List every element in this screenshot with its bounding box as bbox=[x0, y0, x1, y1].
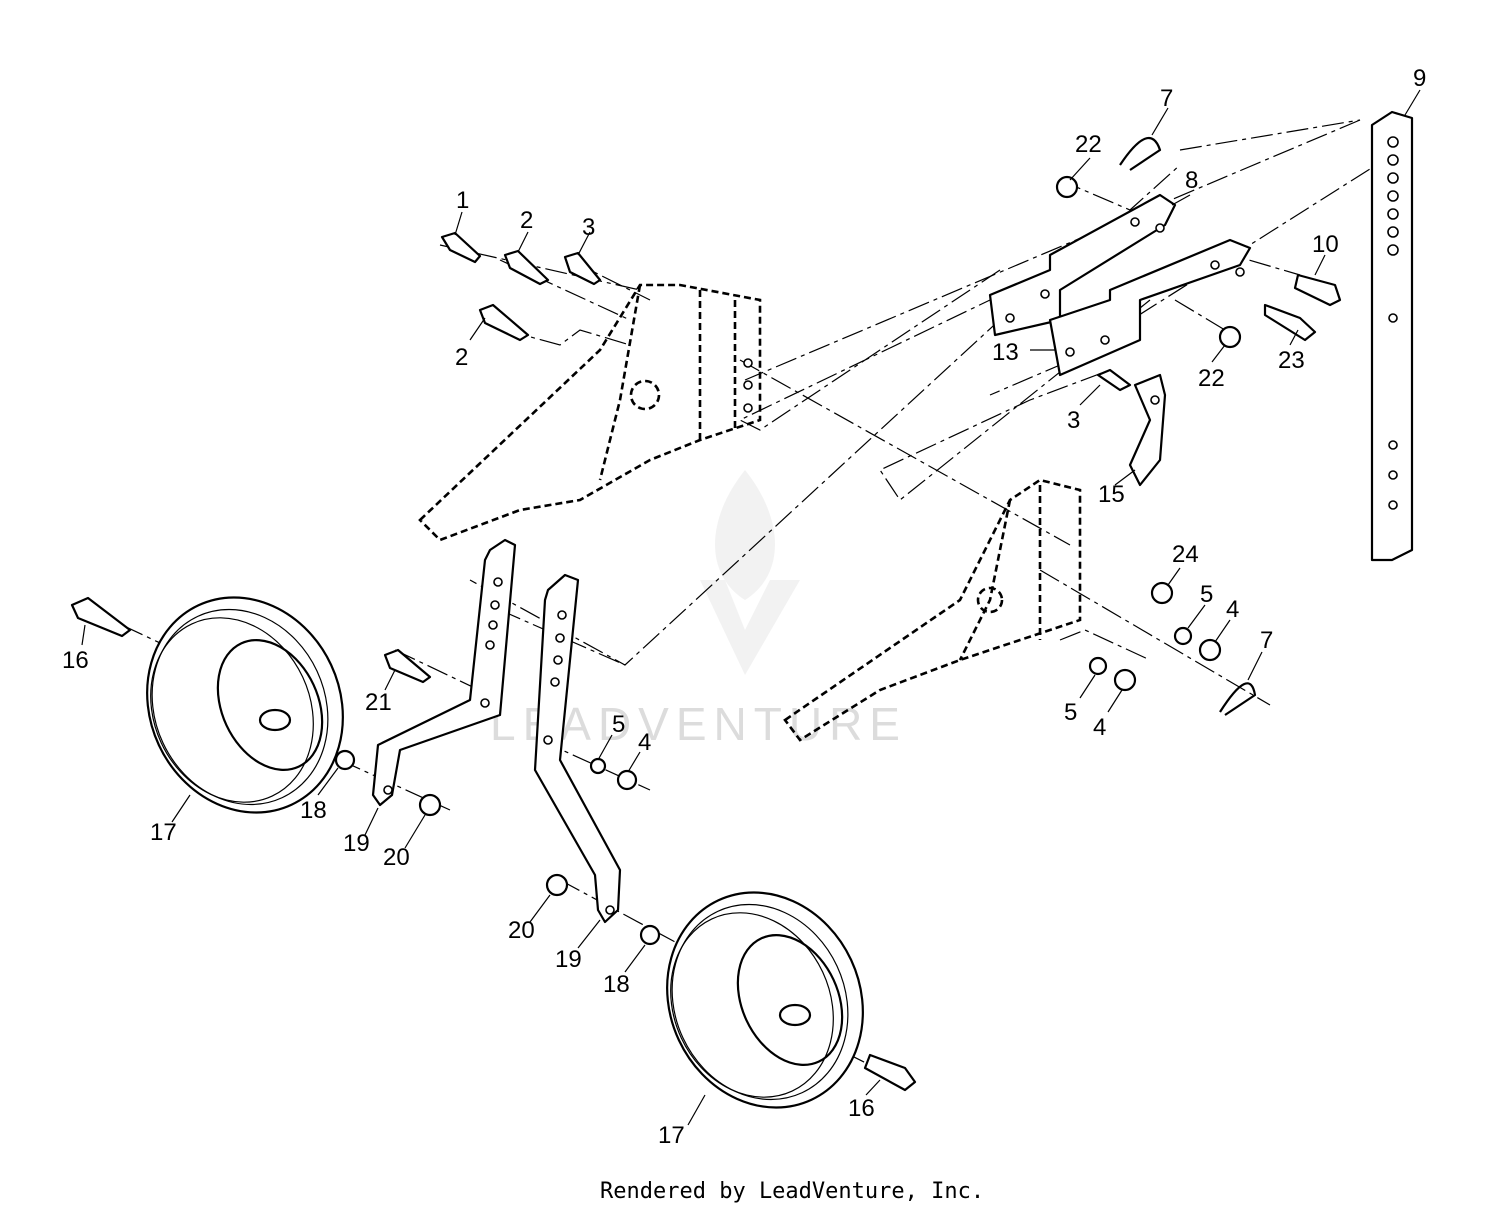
callout-18: 18 bbox=[300, 797, 327, 824]
callout-7: 7 bbox=[1160, 85, 1173, 112]
callout-19: 19 bbox=[555, 946, 582, 973]
callout-19: 19 bbox=[343, 830, 370, 857]
callout-5: 5 bbox=[1064, 699, 1077, 726]
callout-3: 3 bbox=[1067, 407, 1080, 434]
callout-21: 21 bbox=[365, 689, 392, 716]
callout-5: 5 bbox=[1200, 581, 1213, 608]
watermark-logo bbox=[700, 470, 800, 675]
callout-4: 4 bbox=[1226, 596, 1239, 623]
left-frame-bracket bbox=[418, 283, 762, 542]
right-wheel bbox=[666, 891, 864, 1109]
footer-credit: Rendered by LeadVenture, Inc. bbox=[600, 1179, 984, 1204]
callout-16: 16 bbox=[848, 1095, 875, 1122]
callout-20: 20 bbox=[383, 844, 410, 871]
callout-1: 1 bbox=[456, 187, 469, 214]
callout-15: 15 bbox=[1098, 481, 1125, 508]
callout-10: 10 bbox=[1312, 231, 1339, 258]
callout-3: 3 bbox=[582, 214, 595, 241]
callout-13: 13 bbox=[992, 339, 1019, 366]
left-wheel bbox=[146, 596, 344, 814]
callout-labels: 1 2 3 2 7 22 8 9 10 13 22 23 3 15 24 5 4… bbox=[62, 65, 1426, 1149]
callout-20: 20 bbox=[508, 917, 535, 944]
callout-4: 4 bbox=[638, 729, 651, 756]
callout-4: 4 bbox=[1093, 714, 1106, 741]
wheel-arms bbox=[371, 538, 622, 924]
callout-23: 23 bbox=[1278, 347, 1305, 374]
hitch-brackets bbox=[988, 193, 1252, 377]
callout-2: 2 bbox=[455, 344, 468, 371]
callout-16: 16 bbox=[62, 647, 89, 674]
callout-17: 17 bbox=[150, 819, 177, 846]
callout-9: 9 bbox=[1413, 65, 1426, 92]
callout-17: 17 bbox=[658, 1122, 685, 1149]
callout-5: 5 bbox=[612, 711, 625, 738]
drag-stake bbox=[1128, 373, 1167, 487]
callout-22: 22 bbox=[1198, 365, 1225, 392]
callout-8: 8 bbox=[1185, 167, 1198, 194]
right-frame-bracket bbox=[783, 478, 1082, 742]
callout-24: 24 bbox=[1172, 541, 1199, 568]
callout-22: 22 bbox=[1075, 131, 1102, 158]
callout-18: 18 bbox=[603, 971, 630, 998]
depth-bar bbox=[1370, 110, 1414, 562]
hardware bbox=[70, 137, 1342, 1092]
callout-leaders bbox=[81, 89, 1421, 1126]
callout-7: 7 bbox=[1260, 627, 1273, 654]
callout-2: 2 bbox=[520, 207, 533, 234]
